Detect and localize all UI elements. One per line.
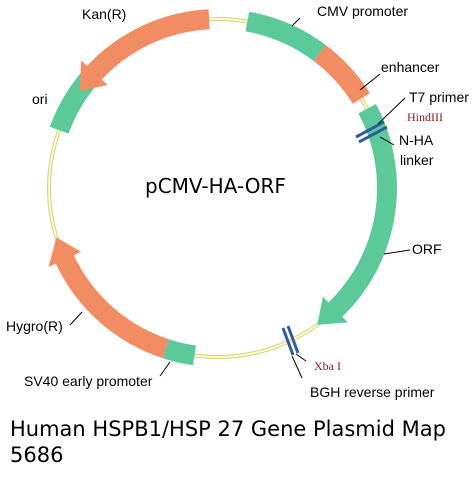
orf-feature-arrow	[317, 104, 397, 325]
sv40-early-promoter-label: SV40 early promoter	[24, 373, 153, 389]
cmv-promoter-label: CMV promoter	[317, 3, 408, 19]
bgh-reverse-primer-label: BGH reverse primer	[310, 384, 435, 400]
figure-caption: Human HSPB1/HSP 27 Gene Plasmid Map 5686	[10, 416, 470, 468]
hygro-r-feature-arrow	[48, 237, 169, 359]
sv40-early-promoter-feature	[162, 339, 196, 366]
orf-label: ORF	[412, 241, 442, 257]
linker-label: linker	[400, 152, 434, 168]
enhancer-feature	[313, 45, 370, 104]
hindiii-site-label: HindIII	[407, 110, 443, 124]
enhancer-label: enhancer	[381, 59, 440, 75]
t7-primer-label: T7 primer	[409, 89, 469, 105]
kan-r-label: Kan(R)	[82, 6, 126, 22]
hindiii-site-marker	[355, 120, 388, 144]
caption-title: Human HSPB1/HSP 27 Gene Plasmid Map	[10, 417, 446, 441]
hygro-r-label: Hygro(R)	[6, 318, 63, 334]
kan-r-feature-arrow	[79, 9, 210, 92]
caption-size: 5686	[10, 443, 64, 467]
xbai-site-marker	[281, 325, 300, 356]
plasmid-map: CMV promoter enhancer T7 primer HindIII …	[6, 3, 469, 400]
cmv-promoter-feature	[245, 11, 326, 61]
ori-label: ori	[32, 91, 48, 107]
n-ha-label: N-HA	[399, 132, 434, 148]
leader-lines	[69, 17, 411, 379]
plasmid-name: pCMV-HA-ORF	[145, 174, 286, 198]
xbai-site-label: Xba I	[314, 359, 341, 373]
